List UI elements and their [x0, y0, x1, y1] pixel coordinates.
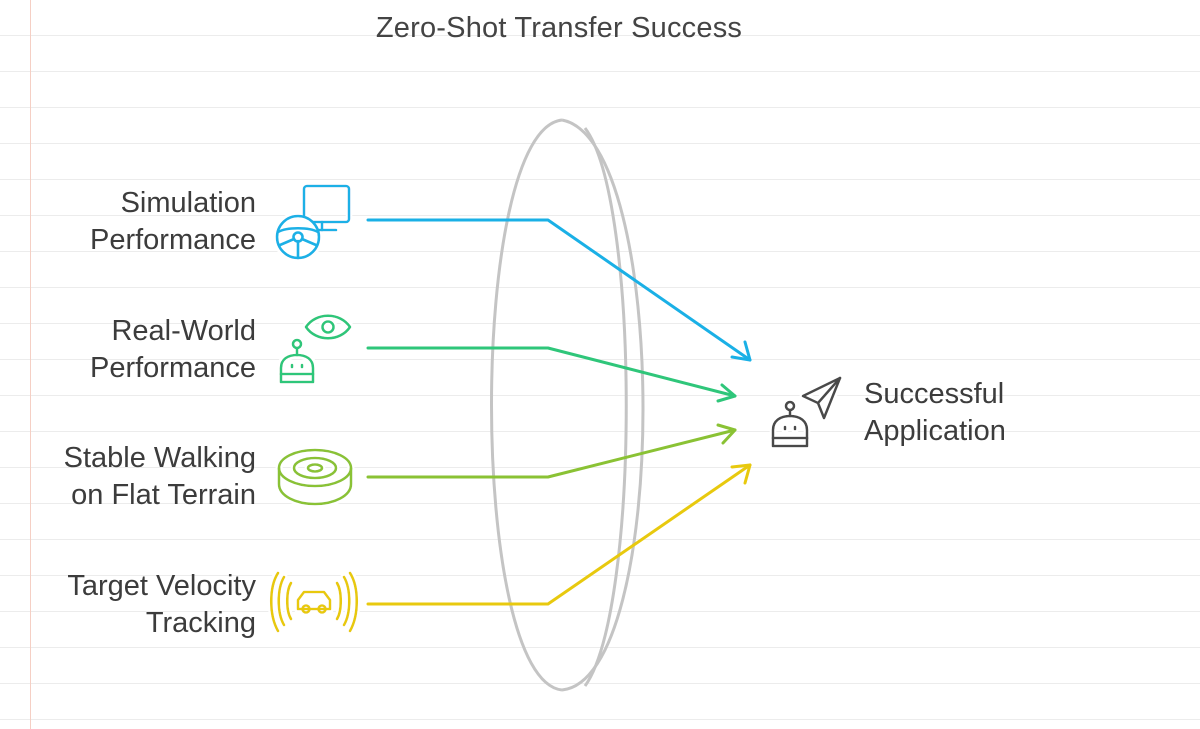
connector-real-world	[366, 346, 737, 403]
robot-eye-icon	[279, 314, 352, 384]
input-label-line2: Performance	[89, 352, 256, 384]
input-label-line1: Stable Walking	[63, 442, 256, 474]
input-label-simulation: Simulation Performance	[16, 185, 256, 259]
input-label-velocity-tracking: Target Velocity Tracking	[16, 568, 256, 642]
output-label-line2: Application	[864, 415, 1006, 447]
robot-vacuum-icon	[277, 448, 353, 506]
output-label: Successful Application	[864, 376, 1124, 450]
input-label-line1: Target Velocity	[67, 570, 256, 602]
diagram-title: Zero-Shot Transfer Success	[375, 12, 743, 44]
input-label-real-world: Real-World Performance	[16, 313, 256, 387]
input-label-line2: Tracking	[145, 607, 256, 639]
input-label-line1: Simulation	[120, 187, 256, 219]
steering-wheel-monitor-icon	[275, 184, 351, 260]
input-label-line2: Performance	[89, 224, 256, 256]
connector-simulation	[366, 218, 752, 362]
robot-send-icon	[771, 376, 842, 448]
input-label-stable-walking: Stable Walking on Flat Terrain	[16, 440, 256, 514]
input-label-line2: on Flat Terrain	[71, 479, 256, 511]
car-signal-icon	[269, 571, 359, 633]
output-label-line1: Successful	[864, 378, 1005, 410]
connector-stable-walking	[366, 423, 737, 479]
lens-shape	[490, 118, 645, 692]
input-label-line1: Real-World	[111, 315, 256, 347]
notebook-margin-line	[30, 0, 31, 729]
connector-velocity-tracking	[366, 463, 752, 606]
